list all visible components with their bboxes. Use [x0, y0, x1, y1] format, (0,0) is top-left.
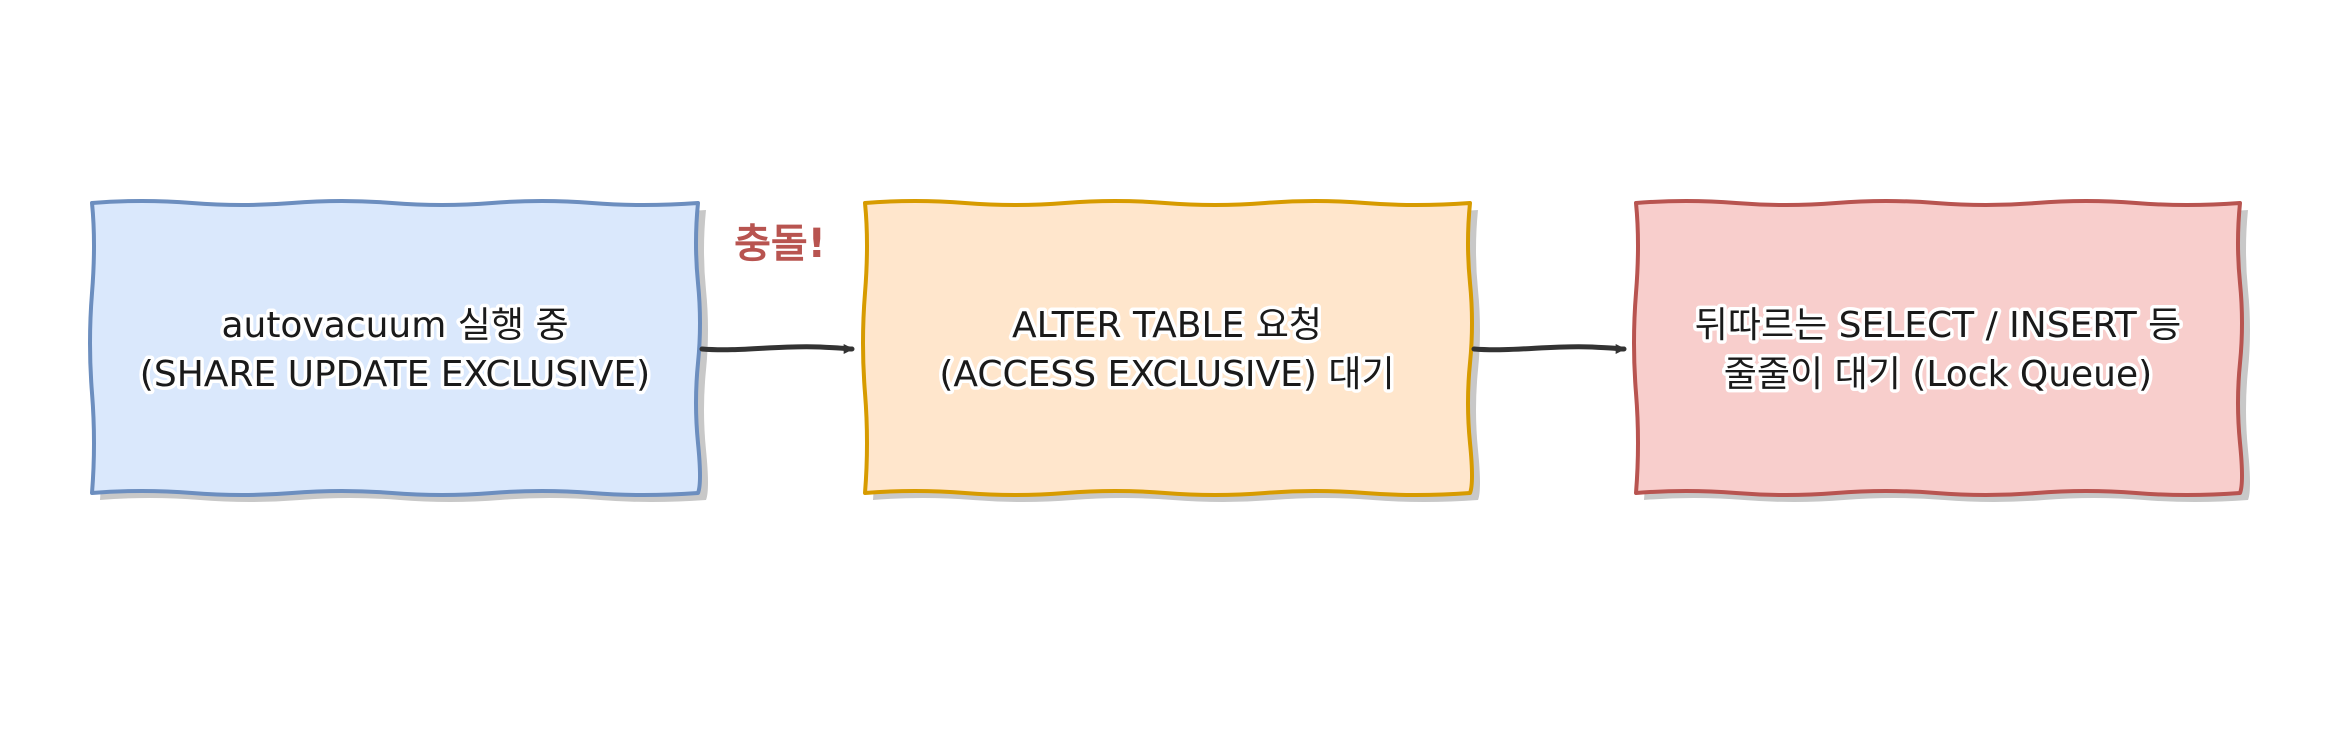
autovacuum-line-1: autovacuum 실행 중 — [221, 305, 568, 346]
autovacuum-node-shape — [88, 199, 702, 497]
lock-queue-node-shape — [1632, 199, 2244, 497]
arrow-alter-table-to-queue — [1471, 343, 1627, 354]
alter-table-node[interactable]: ALTER TABLE 요청 (ACCESS EXCLUSIVE) 대기 — [861, 199, 1480, 502]
autovacuum-line-2: (SHARE UPDATE EXCLUSIVE) — [140, 354, 650, 395]
lock-queue-node[interactable]: 뒤따르는 SELECT / INSERT 등 줄줄이 대기 (Lock Queu… — [1632, 199, 2250, 502]
autovacuum-node[interactable]: autovacuum 실행 중 (SHARE UPDATE EXCLUSIVE) — [88, 199, 708, 502]
conflict-label: 충돌! — [734, 221, 826, 267]
arrow-autovacuum-to-alter-table — [699, 343, 855, 354]
lock-queue-line-1: 뒤따르는 SELECT / INSERT 등 — [1695, 305, 2182, 346]
lock-queue-line-2: 줄줄이 대기 (Lock Queue) — [1724, 354, 2152, 395]
alter-table-line-2: (ACCESS EXCLUSIVE) 대기 — [939, 354, 1394, 395]
alter-table-node-shape — [861, 199, 1474, 497]
alter-table-line-1: ALTER TABLE 요청 — [1012, 305, 1322, 346]
